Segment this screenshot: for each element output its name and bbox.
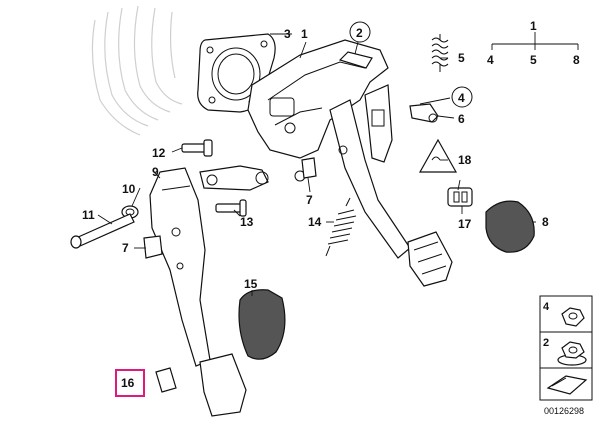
callout-1: 1 <box>301 27 308 41</box>
clutch-pedal-foot <box>199 353 247 417</box>
hierarchy-tree <box>491 32 579 50</box>
callout-2: 2 <box>356 26 363 40</box>
callout-7-left: 7 <box>122 241 129 255</box>
callout-17: 17 <box>458 217 472 231</box>
secondary-pedal-arm <box>364 84 393 163</box>
callout-16: 16 <box>121 376 135 390</box>
callout-4: 4 <box>458 91 465 105</box>
callout-8: 8 <box>542 215 549 229</box>
callout-labels: 1 4 5 8 1 2 3 4 5 6 7 7 8 9 10 11 12 13 … <box>82 19 580 291</box>
brake-booster-outline <box>91 5 183 136</box>
clutch-pedal-arm <box>149 167 211 367</box>
callout-11: 11 <box>82 208 95 222</box>
callout-15: 15 <box>244 277 258 291</box>
tree-child-4-label: 4 <box>487 53 494 67</box>
callout-9: 9 <box>152 165 159 179</box>
switch-17 <box>447 187 473 207</box>
callout-5: 5 <box>458 51 465 65</box>
callout-14: 14 <box>308 215 322 229</box>
screw-12 <box>181 139 213 157</box>
brake-pedal-arm <box>329 99 453 287</box>
callout-2-circle <box>349 21 371 43</box>
nut-icon <box>561 307 585 327</box>
legend-label-4: 4 <box>543 301 550 313</box>
tree-root-label: 1 <box>530 19 537 33</box>
diagram-id-label: 00126298 <box>544 406 584 416</box>
pedal-pad-15 <box>238 289 286 360</box>
arrow-icon <box>546 375 588 395</box>
callout-13: 13 <box>240 215 254 229</box>
pin-6 <box>409 103 439 123</box>
callout-12: 12 <box>152 146 166 160</box>
return-spring-14 <box>325 197 357 257</box>
legend-label-2: 2 <box>543 337 549 349</box>
callout-6: 6 <box>458 112 465 126</box>
tree-child-8-label: 8 <box>573 53 580 67</box>
flange-nut-icon <box>557 341 587 366</box>
clip-7-center <box>301 157 317 179</box>
callout-16-highlight[interactable]: 16 <box>115 369 145 397</box>
callout-10: 10 <box>122 182 136 196</box>
leader-lines <box>97 33 536 296</box>
clip-7-left <box>143 235 163 259</box>
legend-panel: 4 2 <box>539 295 593 401</box>
pedal-pad-8 <box>485 200 535 253</box>
callout-3: 3 <box>284 27 291 41</box>
bolt-13 <box>215 199 247 217</box>
bolt-11 <box>70 213 135 249</box>
push-rod-assembly <box>199 165 306 191</box>
warning-triangle-icon <box>418 138 458 173</box>
tree-child-5-label: 5 <box>530 53 537 67</box>
callout-18: 18 <box>458 153 472 167</box>
clip-16 <box>155 367 177 393</box>
return-spring-top <box>431 34 449 72</box>
callout-4-circle <box>451 86 473 108</box>
callout-7-center: 7 <box>306 193 313 207</box>
